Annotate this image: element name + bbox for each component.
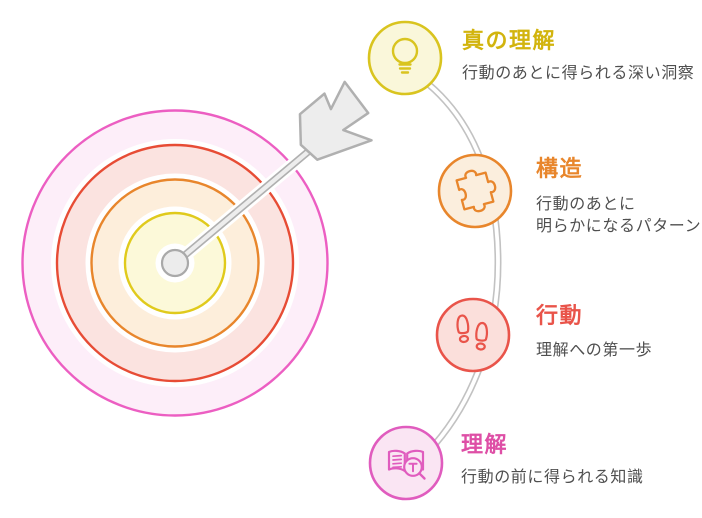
lightbulb-base [398, 63, 412, 74]
step-title: 行動 [536, 303, 584, 328]
arrow [173, 77, 376, 266]
puzzle-piece [455, 169, 497, 213]
step-description: 理解への第一歩 [536, 342, 653, 359]
step-description-line: 行動のあとに [536, 196, 636, 213]
step-action-text: 行動 理解への第一歩 [536, 303, 652, 362]
footprint-left [456, 314, 470, 344]
arrow-fletching [298, 80, 373, 161]
step-description: 行動のあとに 明らかになるパターン [536, 194, 701, 238]
step-understanding-text: 理解 行動の前に得られる知識 [461, 432, 644, 489]
book-search-icon [387, 449, 426, 480]
magnifier-letter-t [408, 462, 418, 473]
flow-curve [419, 76, 502, 455]
flow-curve-inner [420, 77, 500, 454]
target-bullseye-dot [160, 248, 190, 278]
node-circle [367, 20, 443, 96]
node-structure [437, 153, 513, 229]
node-action [435, 297, 511, 373]
step-description-line: 明らかになるパターン [536, 218, 702, 235]
flow-curve-outer [419, 76, 502, 455]
puzzle-icon [455, 169, 497, 213]
node-circle [437, 153, 513, 229]
lightbulb-icon [391, 37, 419, 74]
step-description: 行動の前に得られる知識 [461, 469, 644, 486]
lightbulb-globe [391, 37, 419, 65]
book-left-page [387, 449, 406, 473]
step-title: 真の理解 [462, 28, 557, 53]
node-circle [435, 297, 511, 373]
step-structure-text: 構造 行動のあとに 明らかになるパターン [536, 156, 701, 238]
footprints-icon [456, 314, 489, 351]
step-description: 行動のあとに得られる深い洞察 [462, 65, 695, 82]
node-true-understanding [367, 20, 443, 96]
step-true-understanding-text: 真の理解 行動のあとに得られる深い洞察 [462, 28, 694, 85]
node-understanding [368, 425, 444, 501]
arrow-shaft-fill [179, 148, 312, 260]
step-title: 構造 [536, 156, 584, 181]
book-text-lines [392, 454, 403, 469]
magnifier-handle [418, 472, 426, 480]
step-title: 理解 [461, 432, 509, 457]
footprint-right [475, 321, 489, 351]
